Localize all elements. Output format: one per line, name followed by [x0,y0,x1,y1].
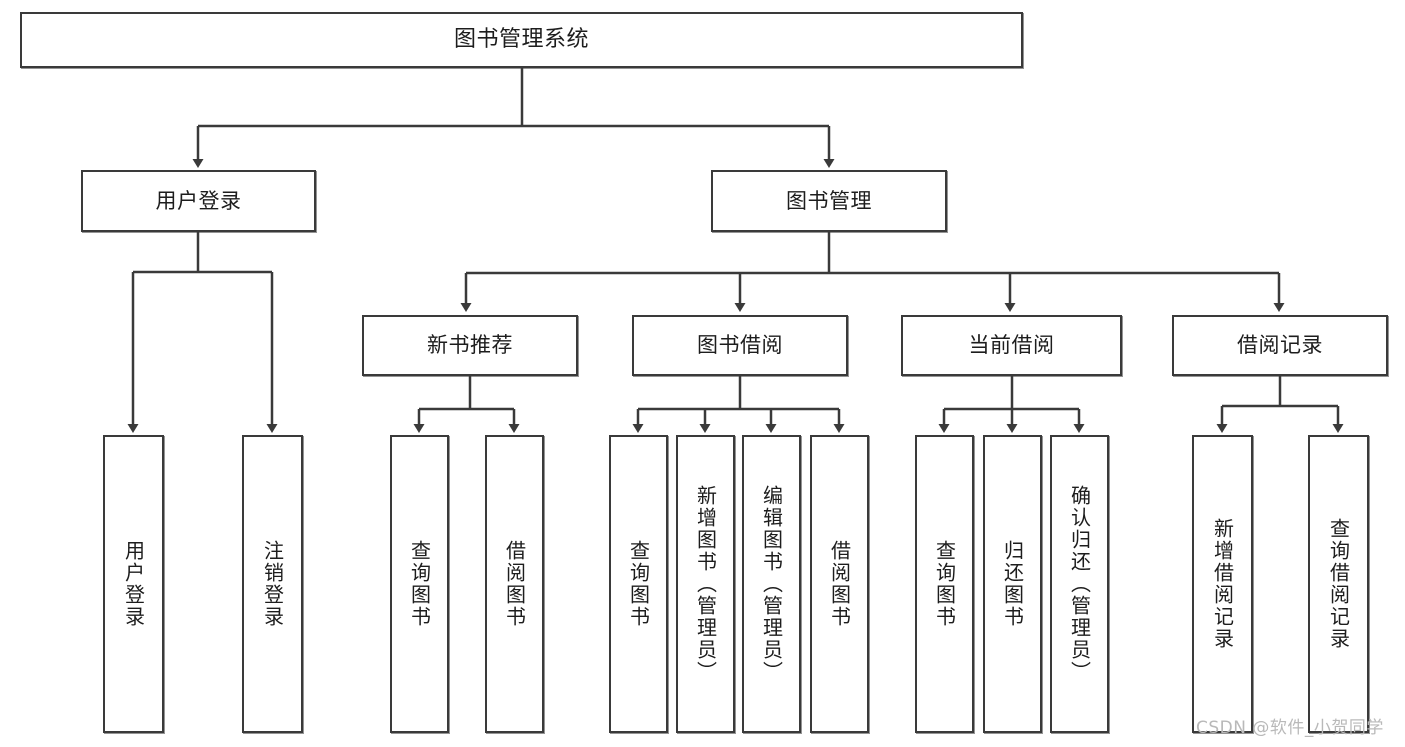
node-borrow-record-label: 借阅记录 [1237,333,1323,358]
node-user-login-label: 用户登录 [155,188,242,213]
node-borrow-record[interactable]: 借阅记录 [1172,315,1388,376]
leaf-cb-confirm-return[interactable]: 确认归还（管理员） [1050,435,1109,733]
leaf-logout-label: 注销登录 [260,540,285,628]
leaf-br-query-record-label: 查询借阅记录 [1326,518,1351,650]
leaf-nb-query-book[interactable]: 查询图书 [390,435,449,733]
leaf-logout[interactable]: 注销登录 [242,435,303,733]
leaf-user-login-label: 用户登录 [121,540,146,628]
node-root-label: 图书管理系统 [453,27,589,53]
csdn-watermark: CSDN @软件_小贺同学 [1196,718,1384,738]
node-root[interactable]: 图书管理系统 [20,12,1023,68]
node-new-book-recommend[interactable]: 新书推荐 [362,315,578,376]
node-book-management[interactable]: 图书管理 [711,170,947,232]
node-book-borrow-label: 图书借阅 [697,333,783,358]
leaf-cb-return-book-label: 归还图书 [1000,540,1025,628]
leaf-br-add-record[interactable]: 新增借阅记录 [1192,435,1253,733]
leaf-bb-edit-book[interactable]: 编辑图书（管理员） [742,435,801,733]
leaf-nb-borrow-book-label: 借阅图书 [502,540,527,628]
leaf-bb-query-book[interactable]: 查询图书 [609,435,668,733]
leaf-bb-borrow-book-label: 借阅图书 [827,540,852,628]
leaf-nb-query-book-label: 查询图书 [407,540,432,628]
leaf-bb-borrow-book[interactable]: 借阅图书 [810,435,869,733]
leaf-bb-add-book-label: 新增图书（管理员） [693,485,718,683]
leaf-cb-confirm-return-label: 确认归还（管理员） [1067,485,1092,683]
leaf-br-query-record[interactable]: 查询借阅记录 [1308,435,1369,733]
node-user-login[interactable]: 用户登录 [81,170,316,232]
node-new-book-recommend-label: 新书推荐 [427,333,513,358]
leaf-cb-query-book-label: 查询图书 [932,540,957,628]
node-current-borrow[interactable]: 当前借阅 [901,315,1122,376]
leaf-cb-return-book[interactable]: 归还图书 [983,435,1042,733]
leaf-br-add-record-label: 新增借阅记录 [1210,518,1235,650]
leaf-cb-query-book[interactable]: 查询图书 [915,435,974,733]
node-current-borrow-label: 当前借阅 [968,333,1055,358]
leaf-bb-edit-book-label: 编辑图书（管理员） [759,485,784,683]
leaf-bb-query-book-label: 查询图书 [626,540,651,628]
node-book-management-label: 图书管理 [786,188,872,213]
leaf-user-login[interactable]: 用户登录 [103,435,164,733]
leaf-bb-add-book[interactable]: 新增图书（管理员） [676,435,735,733]
leaf-nb-borrow-book[interactable]: 借阅图书 [485,435,544,733]
node-book-borrow[interactable]: 图书借阅 [632,315,848,376]
